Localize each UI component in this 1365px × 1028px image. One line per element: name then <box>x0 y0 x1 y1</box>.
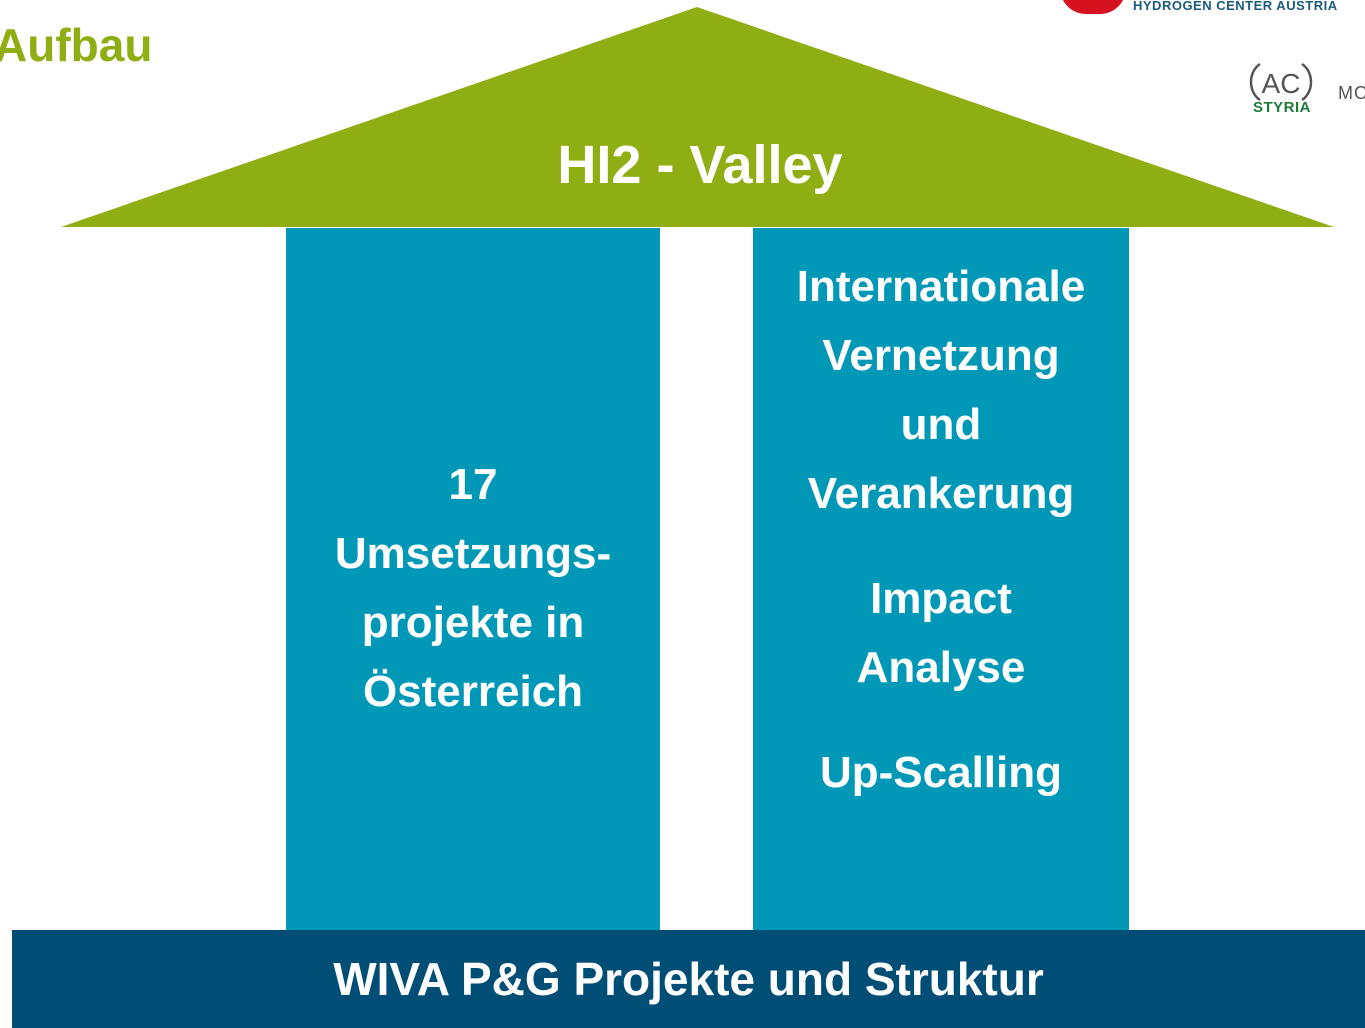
right-pillar-gap <box>743 528 1139 564</box>
right-pillar: Internationale Vernetzung und Verankerun… <box>753 228 1129 931</box>
right-pillar-line: Analyse <box>856 643 1026 692</box>
left-pillar-text: 17 Umsetzungs- projekte in Österreich <box>286 450 660 726</box>
hca-logo-mark-icon <box>1060 0 1126 14</box>
left-pillar: 17 Umsetzungs- projekte in Österreich <box>286 228 660 931</box>
left-pillar-line: 17 <box>448 460 498 509</box>
ac-styria-side-text: MO <box>1338 83 1365 103</box>
left-pillar-line: Umsetzungs- <box>334 529 612 578</box>
ac-styria-logo: AC STYRIA MO <box>1246 60 1365 120</box>
right-pillar-line: Up-Scalling <box>819 748 1063 797</box>
right-pillar-line: Internationale <box>796 262 1086 311</box>
slide-title: Aufbau <box>0 19 153 71</box>
right-pillar-line: Verankerung <box>807 469 1075 518</box>
right-pillar-line: Impact <box>870 574 1012 623</box>
ac-mark-text: AC <box>1262 68 1301 99</box>
hydrogen-center-austria-logo: HYDROGEN CENTER AUSTRIA <box>1040 0 1365 18</box>
house-roof <box>61 7 1334 227</box>
hca-logo-caption: HYDROGEN CENTER AUSTRIA <box>1133 0 1338 13</box>
house-foundation: WIVA P&G Projekte und Struktur <box>12 930 1365 1028</box>
left-pillar-line: projekte in <box>361 598 585 647</box>
roof-triangle <box>61 7 1334 227</box>
right-pillar-line: Vernetzung <box>822 331 1060 380</box>
roof-label: HI2 - Valley <box>557 135 843 195</box>
left-pillar-line: Österreich <box>362 667 584 716</box>
ac-styria-word: STYRIA <box>1252 99 1311 116</box>
right-pillar-line: und <box>900 400 982 449</box>
right-pillar-text: Internationale Vernetzung und Verankerun… <box>743 252 1139 807</box>
ac-styria-logo-mark-icon: AC <box>1249 62 1313 102</box>
right-pillar-gap <box>743 702 1139 738</box>
